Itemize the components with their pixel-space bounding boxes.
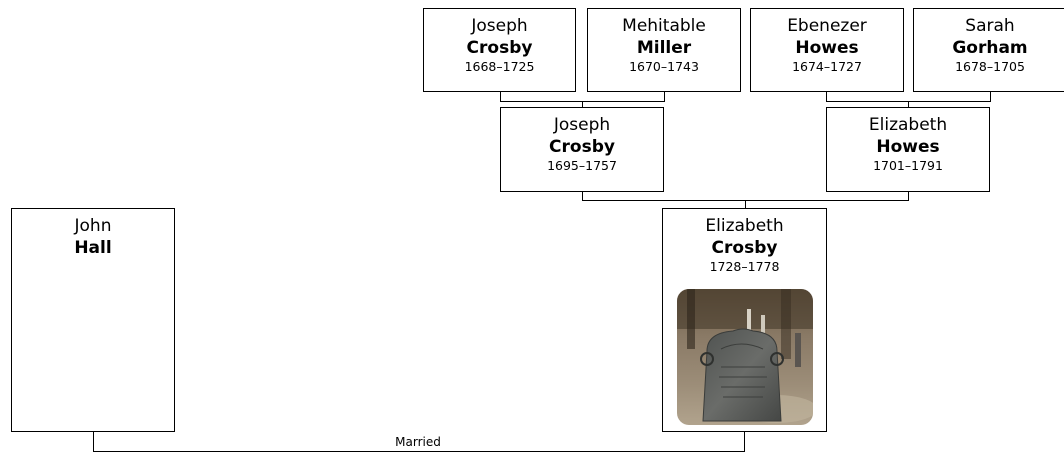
connector-line — [990, 91, 991, 102]
person-first-name: Elizabeth — [705, 216, 784, 236]
person-dates: 1701–1791 — [873, 158, 943, 173]
gravestone-photo-image — [677, 289, 813, 425]
person-first-name: Elizabeth — [868, 115, 948, 135]
connector-line — [664, 91, 665, 102]
marriage-line — [93, 451, 745, 452]
person-last-name: Crosby — [466, 38, 533, 58]
person-dates: 1728–1778 — [709, 259, 780, 274]
person-last-name: Howes — [876, 137, 940, 157]
person-first-name: Ebenezer — [787, 16, 867, 36]
connector-line — [582, 101, 583, 108]
person-dates: 1674–1727 — [792, 59, 862, 74]
person-last-name: Hall — [74, 238, 112, 258]
gravestone-photo[interactable] — [677, 289, 813, 425]
person-first-name: John — [74, 216, 112, 236]
connector-line — [908, 101, 909, 108]
person-first-name: Sarah — [965, 16, 1015, 36]
person-last-name: Howes — [795, 38, 859, 58]
person-card-joseph-crosby-1668[interactable]: Joseph Crosby 1668–1725 — [423, 8, 576, 92]
person-first-name: Joseph — [471, 16, 528, 36]
person-card-elizabeth-crosby[interactable]: Elizabeth Crosby 1728–1778 — [662, 208, 827, 432]
connector-line — [908, 191, 909, 201]
person-card-ebenezer-howes[interactable]: Ebenezer Howes 1674–1727 — [750, 8, 904, 92]
person-dates: 1695–1757 — [547, 158, 617, 173]
marriage-line — [744, 431, 745, 452]
person-card-mehitable-miller[interactable]: Mehitable Miller 1670–1743 — [587, 8, 741, 92]
person-last-name: Crosby — [549, 137, 615, 157]
person-dates: 1670–1743 — [629, 59, 699, 74]
person-card-sarah-gorham[interactable]: Sarah Gorham 1678–1705 — [913, 8, 1064, 92]
connector-line — [745, 200, 746, 208]
person-first-name: Joseph — [553, 115, 611, 135]
person-dates: 1678–1705 — [955, 59, 1025, 74]
marriage-line — [93, 431, 94, 452]
person-last-name: Miller — [636, 38, 692, 58]
connector-line — [500, 91, 501, 102]
person-dates: 1668–1725 — [464, 59, 535, 74]
married-label: Married — [395, 435, 441, 449]
person-last-name: Crosby — [711, 238, 778, 258]
person-first-name: Mehitable — [622, 16, 706, 36]
person-last-name: Gorham — [952, 38, 1028, 58]
person-card-elizabeth-howes[interactable]: Elizabeth Howes 1701–1791 — [826, 107, 990, 192]
person-card-john-hall[interactable]: John Hall — [11, 208, 175, 432]
connector-line — [582, 191, 583, 201]
connector-line — [826, 91, 827, 102]
person-card-joseph-crosby-1695[interactable]: Joseph Crosby 1695–1757 — [500, 107, 664, 192]
